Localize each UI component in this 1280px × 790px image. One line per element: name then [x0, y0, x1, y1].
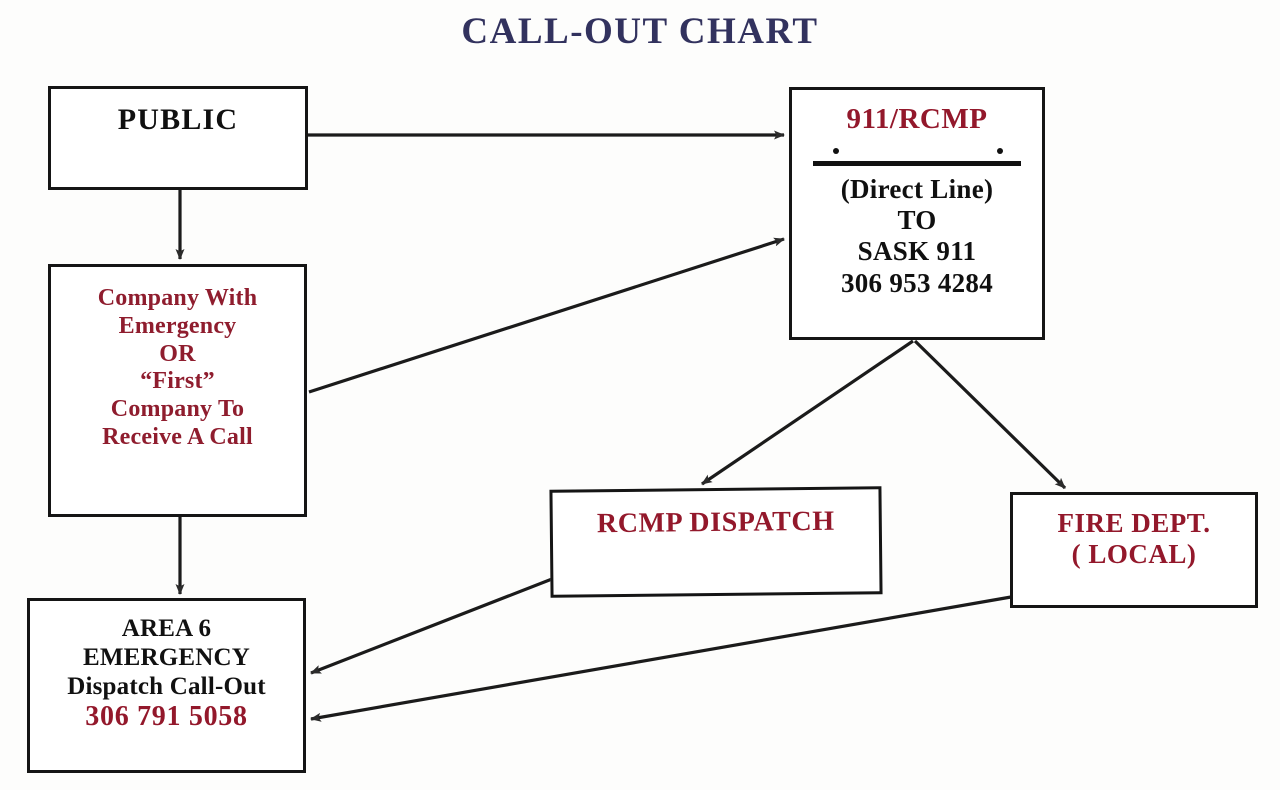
node-911-rcmp-line-2: TO — [897, 204, 937, 235]
node-fire-dept[interactable]: FIRE DEPT. ( LOCAL) — [1010, 492, 1258, 608]
node-company-line-4: “First” — [140, 368, 215, 395]
divider-rule — [813, 144, 1021, 174]
node-company-line-1: Company With — [97, 285, 258, 311]
arrow-company-to-911 — [308, 237, 785, 394]
node-company-line-5: Company To — [110, 396, 245, 423]
node-fire-dept-line-1: FIRE DEPT. — [1057, 508, 1211, 538]
node-911-rcmp-heading: 911/RCMP — [846, 103, 988, 135]
divider-dot-left — [833, 147, 839, 154]
node-area6-phone: 306 791 5058 — [85, 701, 248, 732]
node-911-rcmp-line-1: (Direct Line) — [840, 173, 994, 204]
node-company-with-emergency[interactable]: Company With Emergency OR “First” Compan… — [48, 264, 307, 517]
node-911-rcmp-phone: 306 953 4284 — [840, 267, 994, 298]
node-911-rcmp-line-3: SASK 911 — [857, 236, 977, 267]
node-company-line-2: Emergency — [118, 312, 237, 339]
node-area6-line-1: AREA 6 — [121, 615, 212, 642]
node-rcmp-dispatch-label: RCMP DISPATCH — [596, 505, 835, 540]
arrow-fire-to-area6 — [310, 595, 1012, 722]
arrow-dispatch-to-area6 — [310, 577, 553, 675]
node-rcmp-dispatch[interactable]: RCMP DISPATCH — [549, 486, 883, 598]
node-911-rcmp[interactable]: 911/RCMP (Direct Line) TO SASK 911 306 9… — [789, 87, 1045, 340]
page-title: CALL-OUT CHART — [461, 11, 819, 52]
node-public-label: PUBLIC — [117, 103, 239, 136]
divider-bar — [813, 160, 1021, 166]
node-company-line-6: Receive A Call — [102, 424, 253, 451]
node-area6-emergency[interactable]: AREA 6 EMERGENCY Dispatch Call-Out 306 7… — [27, 598, 306, 773]
arrow-911-to-dispatch — [701, 339, 914, 486]
node-area6-line-2: EMERGENCY — [82, 644, 251, 671]
arrow-911-to-fire — [913, 339, 1067, 490]
node-company-line-3: OR — [159, 340, 196, 367]
divider-dot-right — [997, 147, 1003, 154]
node-area6-line-3: Dispatch Call-Out — [67, 673, 266, 700]
node-fire-dept-line-2: ( LOCAL) — [1071, 539, 1197, 570]
node-public[interactable]: PUBLIC — [48, 86, 308, 190]
